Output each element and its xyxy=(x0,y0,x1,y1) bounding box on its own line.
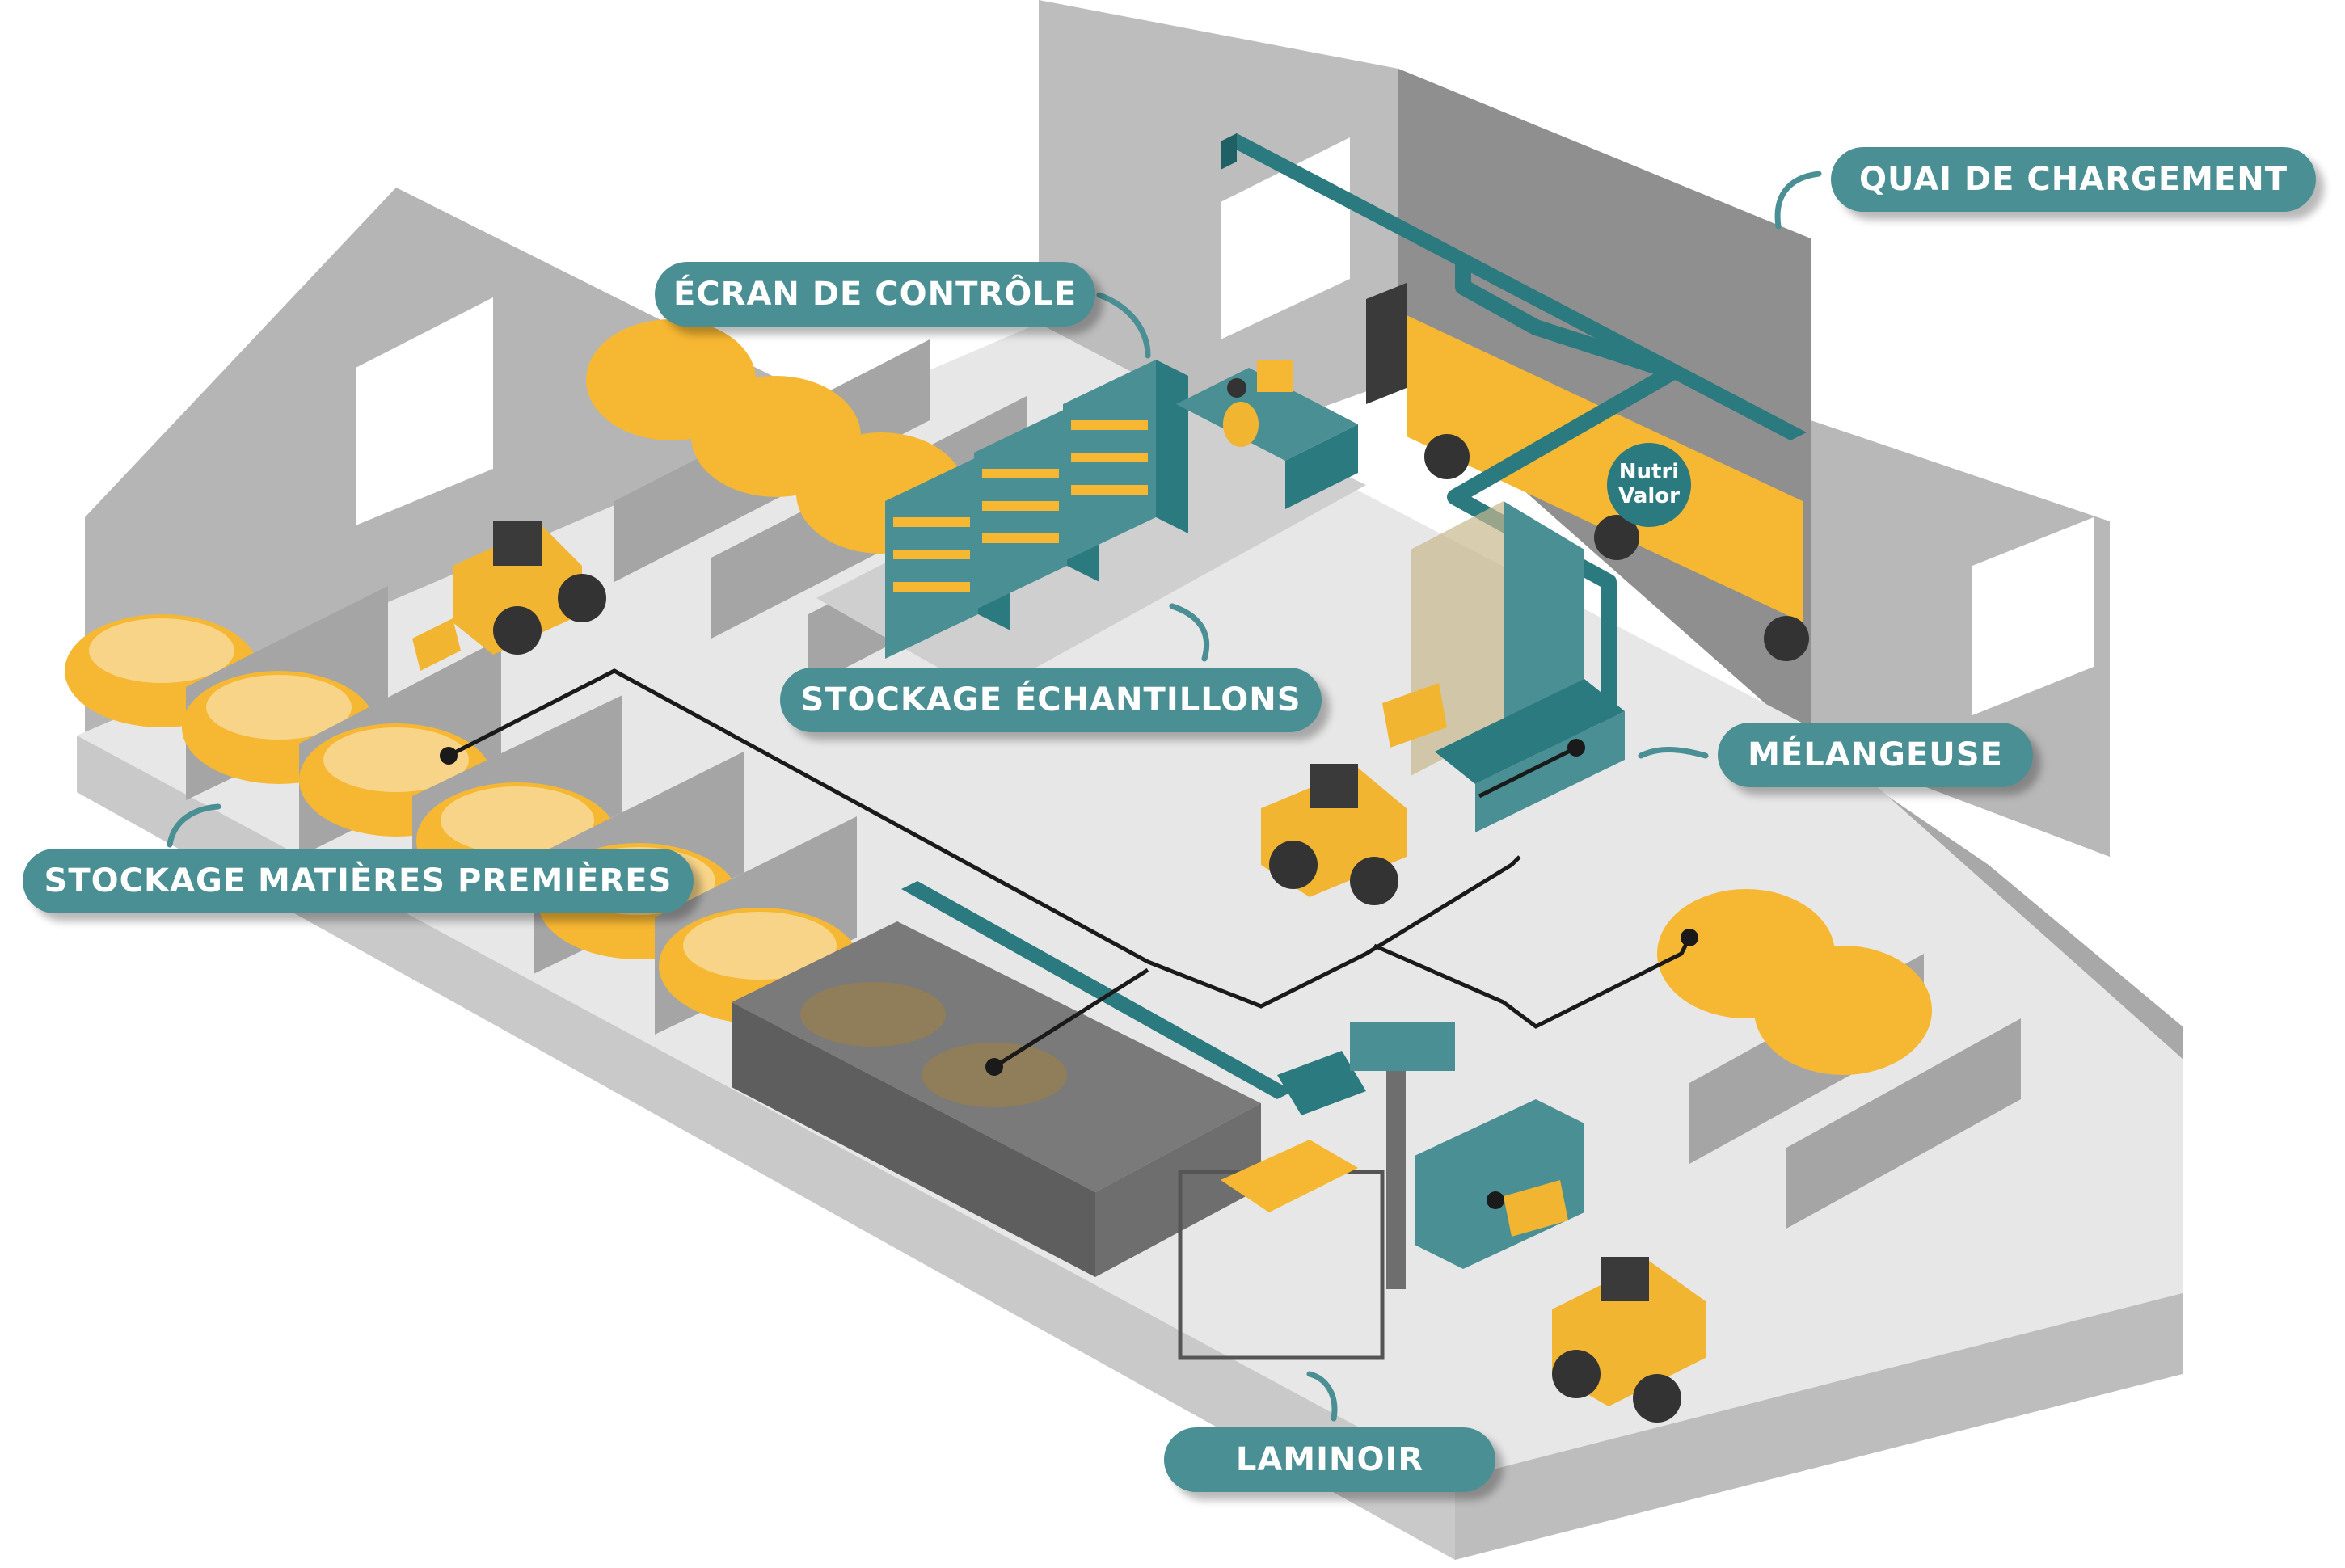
arrow-stock-ech xyxy=(1169,603,1210,662)
left-wall-door xyxy=(356,297,493,525)
callout-arrows xyxy=(167,171,1822,1422)
front-loader-icon xyxy=(412,521,606,671)
conveyor-icon xyxy=(1221,133,1807,760)
label-laminoir: LAMINOIR xyxy=(1164,1427,1495,1492)
truck-cab xyxy=(1366,283,1407,404)
process-flow-lines xyxy=(447,668,1692,1069)
conveyor-icon xyxy=(901,881,1293,1099)
flow-dots xyxy=(440,739,1698,1209)
floor-slab-edge-right xyxy=(1455,1293,2183,1560)
arrow-ecran xyxy=(1096,292,1151,359)
front-loader-icon xyxy=(1504,1180,1706,1423)
operator-desk-icon xyxy=(1176,360,1358,509)
truck-logo-line1: Nutri xyxy=(1619,460,1679,484)
nutrivalor-logo xyxy=(1607,443,1691,527)
arrow-quai xyxy=(1774,171,1822,230)
main-floor xyxy=(77,323,2183,1560)
right-storage-bins xyxy=(1657,889,2021,1229)
arrow-lamin xyxy=(1306,1371,1338,1422)
right-wall-door xyxy=(1972,517,2094,715)
arrow-stock-mat xyxy=(167,803,221,848)
label-quai-de-chargement: QUAI DE CHARGEMENT xyxy=(1831,147,2316,212)
hopper-icon xyxy=(732,921,1261,1277)
label-ecran-de-controle: ÉCRAN DE CONTRÔLE xyxy=(655,262,1095,327)
label-melangeuse: MÉLANGEUSE xyxy=(1718,723,2033,787)
truck-icon: Nutri Valor xyxy=(1366,283,1809,661)
front-loader-icon xyxy=(1261,683,1447,905)
truck-trailer xyxy=(1407,315,1803,622)
truck-logo-line2: Valor xyxy=(1618,484,1680,508)
raw-material-storage-bins xyxy=(65,586,861,1035)
floor-slab-edge xyxy=(77,736,1455,1560)
label-stockage-echantillons: STOCKAGE ÉCHANTILLONS xyxy=(780,668,1322,732)
mixer-machine xyxy=(1411,501,1625,832)
sample-storage-area xyxy=(816,360,1366,695)
label-stockage-matieres-premieres: STOCKAGE MATIÈRES PREMIÈRES xyxy=(23,849,694,913)
arrow-melang xyxy=(1638,747,1709,759)
